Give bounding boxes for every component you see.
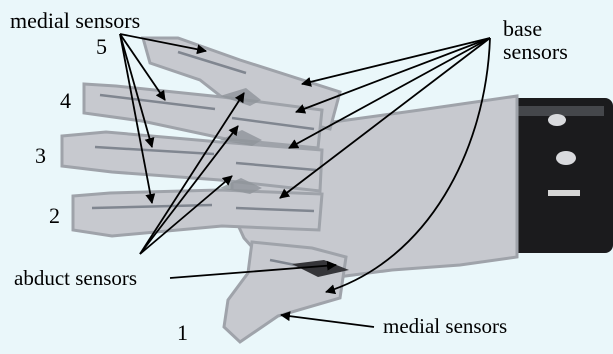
medial-sensors-bottom-label: medial sensors: [383, 316, 507, 337]
finger-number-3: 3: [35, 145, 46, 167]
wrist-band-tag: [548, 190, 580, 196]
finger-number-2: 2: [49, 205, 60, 227]
arrow-base-1: [302, 38, 490, 84]
finger-2: [73, 190, 322, 236]
wrist-snap-top: [548, 114, 566, 126]
medial-sensors-top-label: medial sensors: [10, 10, 140, 32]
arrow-base-2: [296, 38, 490, 112]
finger-number-5: 5: [96, 36, 107, 58]
finger-number-1: 1: [177, 322, 188, 344]
wrist-snap-bottom: [556, 151, 576, 165]
abduct-sensors-label: abduct sensors: [14, 268, 137, 289]
base-sensors-label-line1: base: [503, 18, 542, 40]
arrow-medial-bottom: [281, 315, 374, 327]
base-sensors-label-line2: sensors: [503, 41, 568, 63]
finger-number-4: 4: [60, 90, 71, 112]
